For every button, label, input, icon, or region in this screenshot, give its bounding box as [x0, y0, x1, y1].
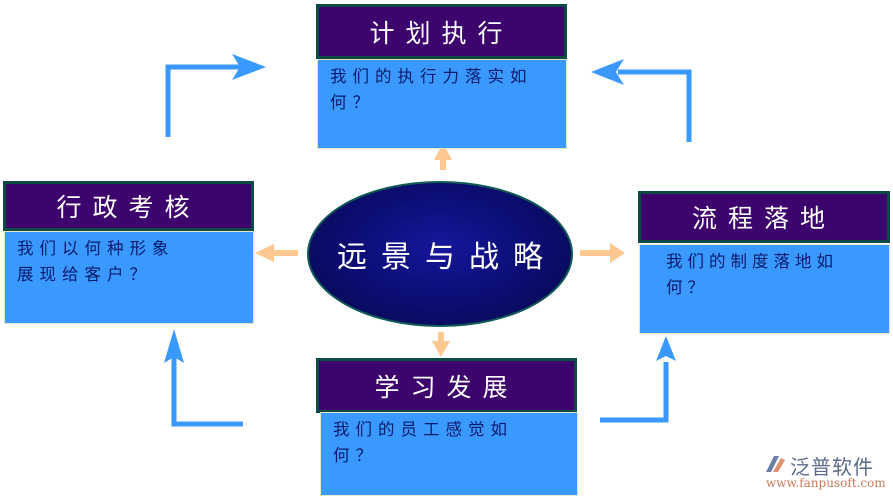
card-left-title: 行政考核 — [3, 181, 254, 231]
brand-logo: 泛普软件 www.fanpusoft.com — [760, 452, 890, 492]
card-right-question: 我们的制度落地如 何？ — [639, 244, 890, 334]
arrowhead-top-left — [232, 54, 266, 80]
cycle-arrow-bottom-right — [600, 362, 669, 423]
card-left-question: 我们以何种形象 展现给客户？ — [4, 231, 254, 324]
card-right-title: 流程落地 — [638, 191, 890, 243]
cycle-arrow-top-left — [165, 64, 240, 137]
spoke-arrow-left — [255, 244, 298, 262]
cycle-arrow-top-right — [618, 69, 692, 142]
arrowhead-bottom-left — [164, 329, 184, 363]
spoke-arrow-down — [432, 332, 450, 357]
logo-url: www.fanpusoft.com — [766, 476, 886, 490]
logo-mark-icon — [766, 456, 785, 472]
logo-name: 泛普软件 — [790, 455, 874, 479]
arrowhead-top-right — [591, 59, 624, 85]
center-node-label: 远景与战略 — [337, 240, 557, 275]
spoke-arrow-right — [580, 243, 625, 263]
card-bottom-title: 学习发展 — [316, 358, 577, 413]
center-node: 远景与战略 — [307, 181, 573, 327]
card-bottom-question: 我们的员工感觉如 何？ — [320, 412, 578, 496]
spoke-arrow-up — [434, 143, 452, 170]
card-top-title: 计划执行 — [316, 4, 567, 59]
card-top-question: 我们的执行力落实如何？ — [317, 59, 567, 149]
arrowhead-bottom-right — [656, 336, 676, 361]
cycle-arrow-bottom-left — [171, 357, 243, 427]
